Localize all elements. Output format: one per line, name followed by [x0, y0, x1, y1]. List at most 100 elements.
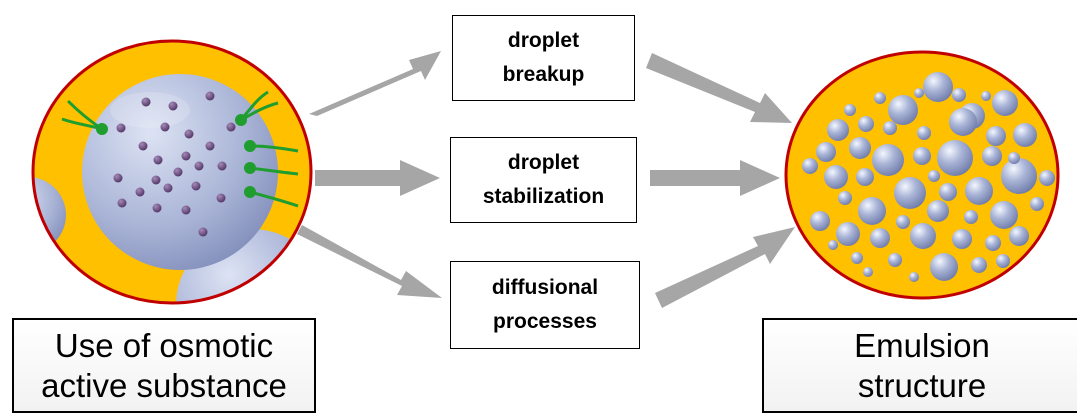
- solute-particle: [113, 173, 123, 183]
- arrow-from-diffusion: [655, 227, 795, 308]
- emulsion-droplet: [888, 253, 902, 267]
- emulsion-droplets: [802, 72, 1055, 287]
- emulsion-droplet: [923, 72, 953, 102]
- solute-particle: [168, 101, 178, 111]
- solute-particle: [160, 122, 170, 132]
- emulsion-droplet: [981, 91, 991, 101]
- arrow-to-diffusion: [297, 225, 442, 298]
- emulsion-droplet: [985, 235, 1001, 251]
- solute-particle: [117, 198, 127, 208]
- emulsion-droplet: [930, 253, 958, 281]
- step-label-line2: breakup: [502, 63, 585, 86]
- solute-particle: [191, 181, 201, 191]
- emulsion-droplet: [964, 210, 978, 224]
- emulsion-droplet: [928, 170, 940, 182]
- emulsion-droplet: [872, 144, 904, 176]
- solute-particle: [184, 129, 194, 139]
- emulsifier-heads: [96, 114, 256, 198]
- caption-line2: active substance: [41, 366, 287, 404]
- caption-emulsion-structure: Emulsion structure: [762, 318, 1077, 413]
- solute-particle: [217, 161, 227, 171]
- emulsion-droplet: [952, 88, 966, 102]
- step-label-line1: droplet: [507, 29, 580, 52]
- emulsion-droplet: [858, 197, 886, 225]
- emulsion-droplet: [1001, 158, 1037, 194]
- solute-particle: [216, 193, 226, 203]
- step-droplet-breakup: droplet breakup: [452, 15, 635, 101]
- step-diffusional-processes: diffusional processes: [450, 261, 640, 349]
- emulsion-droplet: [863, 267, 873, 277]
- emulsion-droplet: [914, 88, 924, 98]
- solute-particle: [226, 122, 236, 132]
- emulsion-droplet: [1008, 152, 1020, 164]
- emulsion-droplet: [894, 177, 926, 209]
- solute-particle: [151, 175, 161, 185]
- solute-particle: [152, 203, 162, 213]
- emulsion-droplet: [849, 137, 871, 159]
- solute-particle: [153, 155, 163, 165]
- emulsion-droplet: [965, 177, 993, 205]
- caption-line1: Emulsion: [854, 326, 990, 364]
- emulsion-droplet: [851, 252, 863, 264]
- arrow-from-stabilization: [650, 160, 780, 196]
- emulsion-droplet: [828, 240, 838, 250]
- step-label-line2: stabilization: [482, 185, 605, 208]
- emulsion-droplet: [949, 108, 977, 136]
- caption-line1: Use of osmotic: [54, 326, 274, 364]
- solute-particle: [173, 167, 183, 177]
- emulsion-droplet: [896, 215, 910, 229]
- emulsion-droplet: [1030, 197, 1044, 211]
- emulsion-droplet: [927, 200, 949, 222]
- emulsion-droplet: [883, 121, 897, 135]
- emulsion-droplet: [836, 222, 860, 246]
- emulsion-droplet: [1013, 123, 1037, 147]
- emulsion-droplet: [802, 158, 818, 174]
- solute-particle: [138, 141, 148, 151]
- arrow-from-breakup: [646, 53, 792, 123]
- caption-line2: structure: [857, 366, 987, 404]
- emulsion-droplet: [939, 183, 957, 201]
- emulsion-droplet: [909, 272, 919, 282]
- step-label-line2: processes: [493, 310, 597, 333]
- emulsion-droplet: [917, 126, 931, 140]
- solute-particle: [116, 123, 126, 133]
- emulsion-droplet: [858, 116, 874, 132]
- emulsion-droplet: [913, 147, 931, 165]
- emulsion-droplet: [810, 211, 830, 231]
- emulsion-droplet: [816, 142, 836, 162]
- step-label-line1: droplet: [507, 151, 580, 174]
- emulsion-droplet: [844, 104, 856, 116]
- emulsion-droplet: [824, 165, 848, 189]
- solute-particle: [198, 227, 208, 237]
- arrow-to-stabilization: [315, 160, 440, 196]
- solute-particle: [205, 141, 215, 151]
- diagram-canvas: [31, 39, 1060, 308]
- emulsion-droplet: [1009, 226, 1029, 246]
- solute-particles: [113, 91, 236, 237]
- emulsion-droplet: [910, 223, 936, 249]
- solute-particle: [141, 97, 151, 107]
- arrow-to-breakup: [309, 51, 441, 116]
- emulsion-droplet: [838, 191, 852, 205]
- emulsion-droplet: [952, 229, 972, 249]
- solute-particle: [181, 205, 191, 215]
- solute-particle: [163, 183, 173, 193]
- emulsion-droplet: [990, 201, 1018, 229]
- emulsion-droplet: [992, 90, 1018, 116]
- emulsion-droplet: [986, 126, 1006, 146]
- step-label-line1: diffusional: [491, 276, 599, 299]
- emulsion-droplet: [982, 146, 1002, 166]
- emulsion-droplet: [827, 119, 849, 141]
- solute-particle: [181, 151, 191, 161]
- step-droplet-stabilization: droplet stabilization: [450, 137, 637, 223]
- caption-osmotic-substance: Use of osmotic active substance: [12, 318, 316, 413]
- solute-particle: [205, 91, 215, 101]
- emulsion-droplet: [870, 228, 890, 248]
- solute-particle: [194, 161, 204, 171]
- emulsion-droplet: [996, 254, 1010, 268]
- emulsion-droplet: [874, 92, 886, 104]
- emulsion-droplet: [1039, 170, 1055, 186]
- emulsion-droplet: [971, 257, 987, 273]
- flow-arrows: [297, 51, 795, 308]
- emulsion-droplet: [856, 168, 874, 186]
